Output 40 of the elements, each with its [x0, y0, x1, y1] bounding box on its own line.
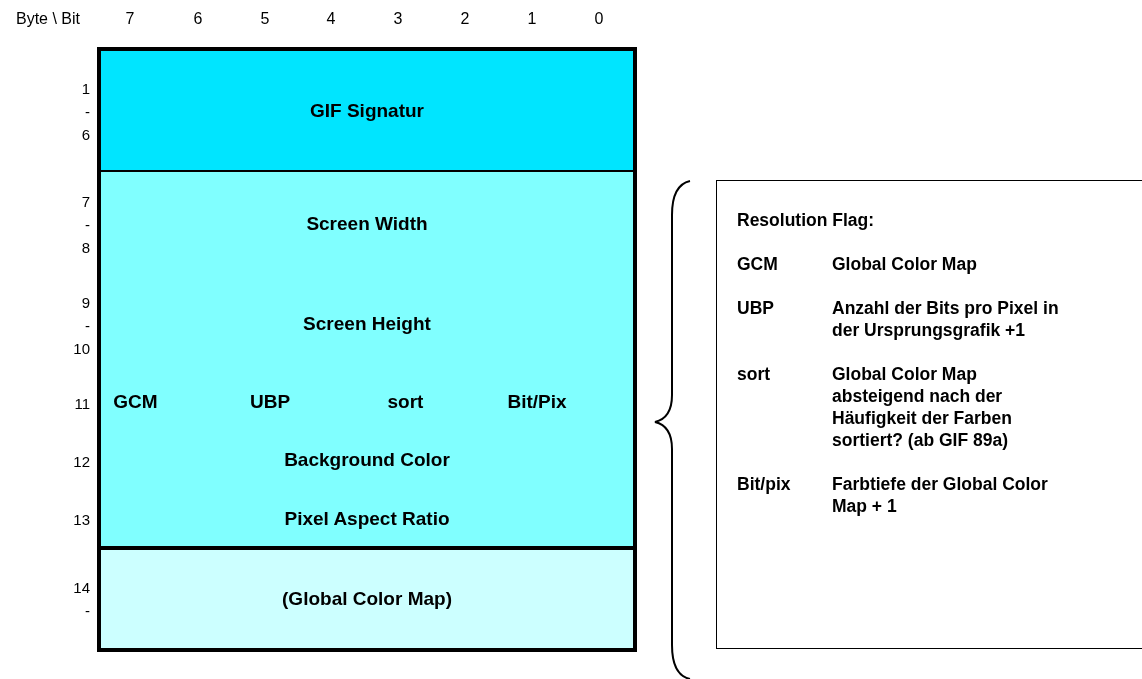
column-header: 2 [460, 10, 470, 28]
flag-abbreviation: Bit/pix [737, 473, 792, 496]
flag-description: Farbtiefe der Global Color Map + 1 [832, 473, 1049, 517]
column-header: 4 [326, 10, 336, 28]
field-name: Bit/Pix [507, 391, 567, 413]
byte-number: 11 [73, 393, 90, 413]
field-name: Pixel Aspect Ratio [284, 507, 450, 530]
legend-heading: Resolution Flag: [737, 209, 876, 231]
field-cell [97, 546, 637, 652]
field-name: Background Color [284, 449, 450, 471]
field-name: GIF Signatur [310, 99, 424, 122]
flag-description: Global Color Map absteigend nach der Häufigkeit der Farben sortiert? (ab GIF 89a) [832, 363, 1013, 451]
flag-abbreviation: sort [737, 363, 772, 386]
field-cell [97, 489, 637, 548]
field-name: (Global Color Map) [282, 588, 452, 610]
field-cell [97, 172, 637, 276]
byte-number: 1 - 6 [80, 78, 90, 144]
legend-box [716, 180, 1142, 649]
column-header: 5 [260, 10, 270, 28]
flag-description: Anzahl der Bits pro Pixel in der Ursprungsgrafik +1 [832, 297, 1060, 341]
flag-abbreviation: UBP [737, 297, 775, 320]
column-header: 3 [393, 10, 403, 28]
byte-number: 12 [72, 451, 90, 471]
byte-number: 13 [72, 509, 90, 529]
column-header: 1 [527, 10, 537, 28]
field-name: Screen Height [303, 313, 431, 335]
field-name: Screen Width [306, 212, 428, 235]
column-header: 6 [193, 10, 203, 28]
field-name: UBP [249, 391, 291, 413]
column-header: 7 [125, 10, 135, 28]
byte-number: 9 - 10 [72, 292, 90, 358]
column-header: Byte \ Bit [16, 10, 80, 28]
byte-number: 14 - [72, 578, 90, 621]
field-name: sort [387, 391, 424, 413]
flag-description: Global Color Map [832, 253, 978, 275]
field-cell [97, 47, 637, 174]
flag-abbreviation: GCM [737, 253, 779, 275]
field-name: GCM [113, 391, 158, 413]
column-header: 0 [594, 10, 604, 28]
byte-number: 7 - 8 [80, 191, 90, 258]
